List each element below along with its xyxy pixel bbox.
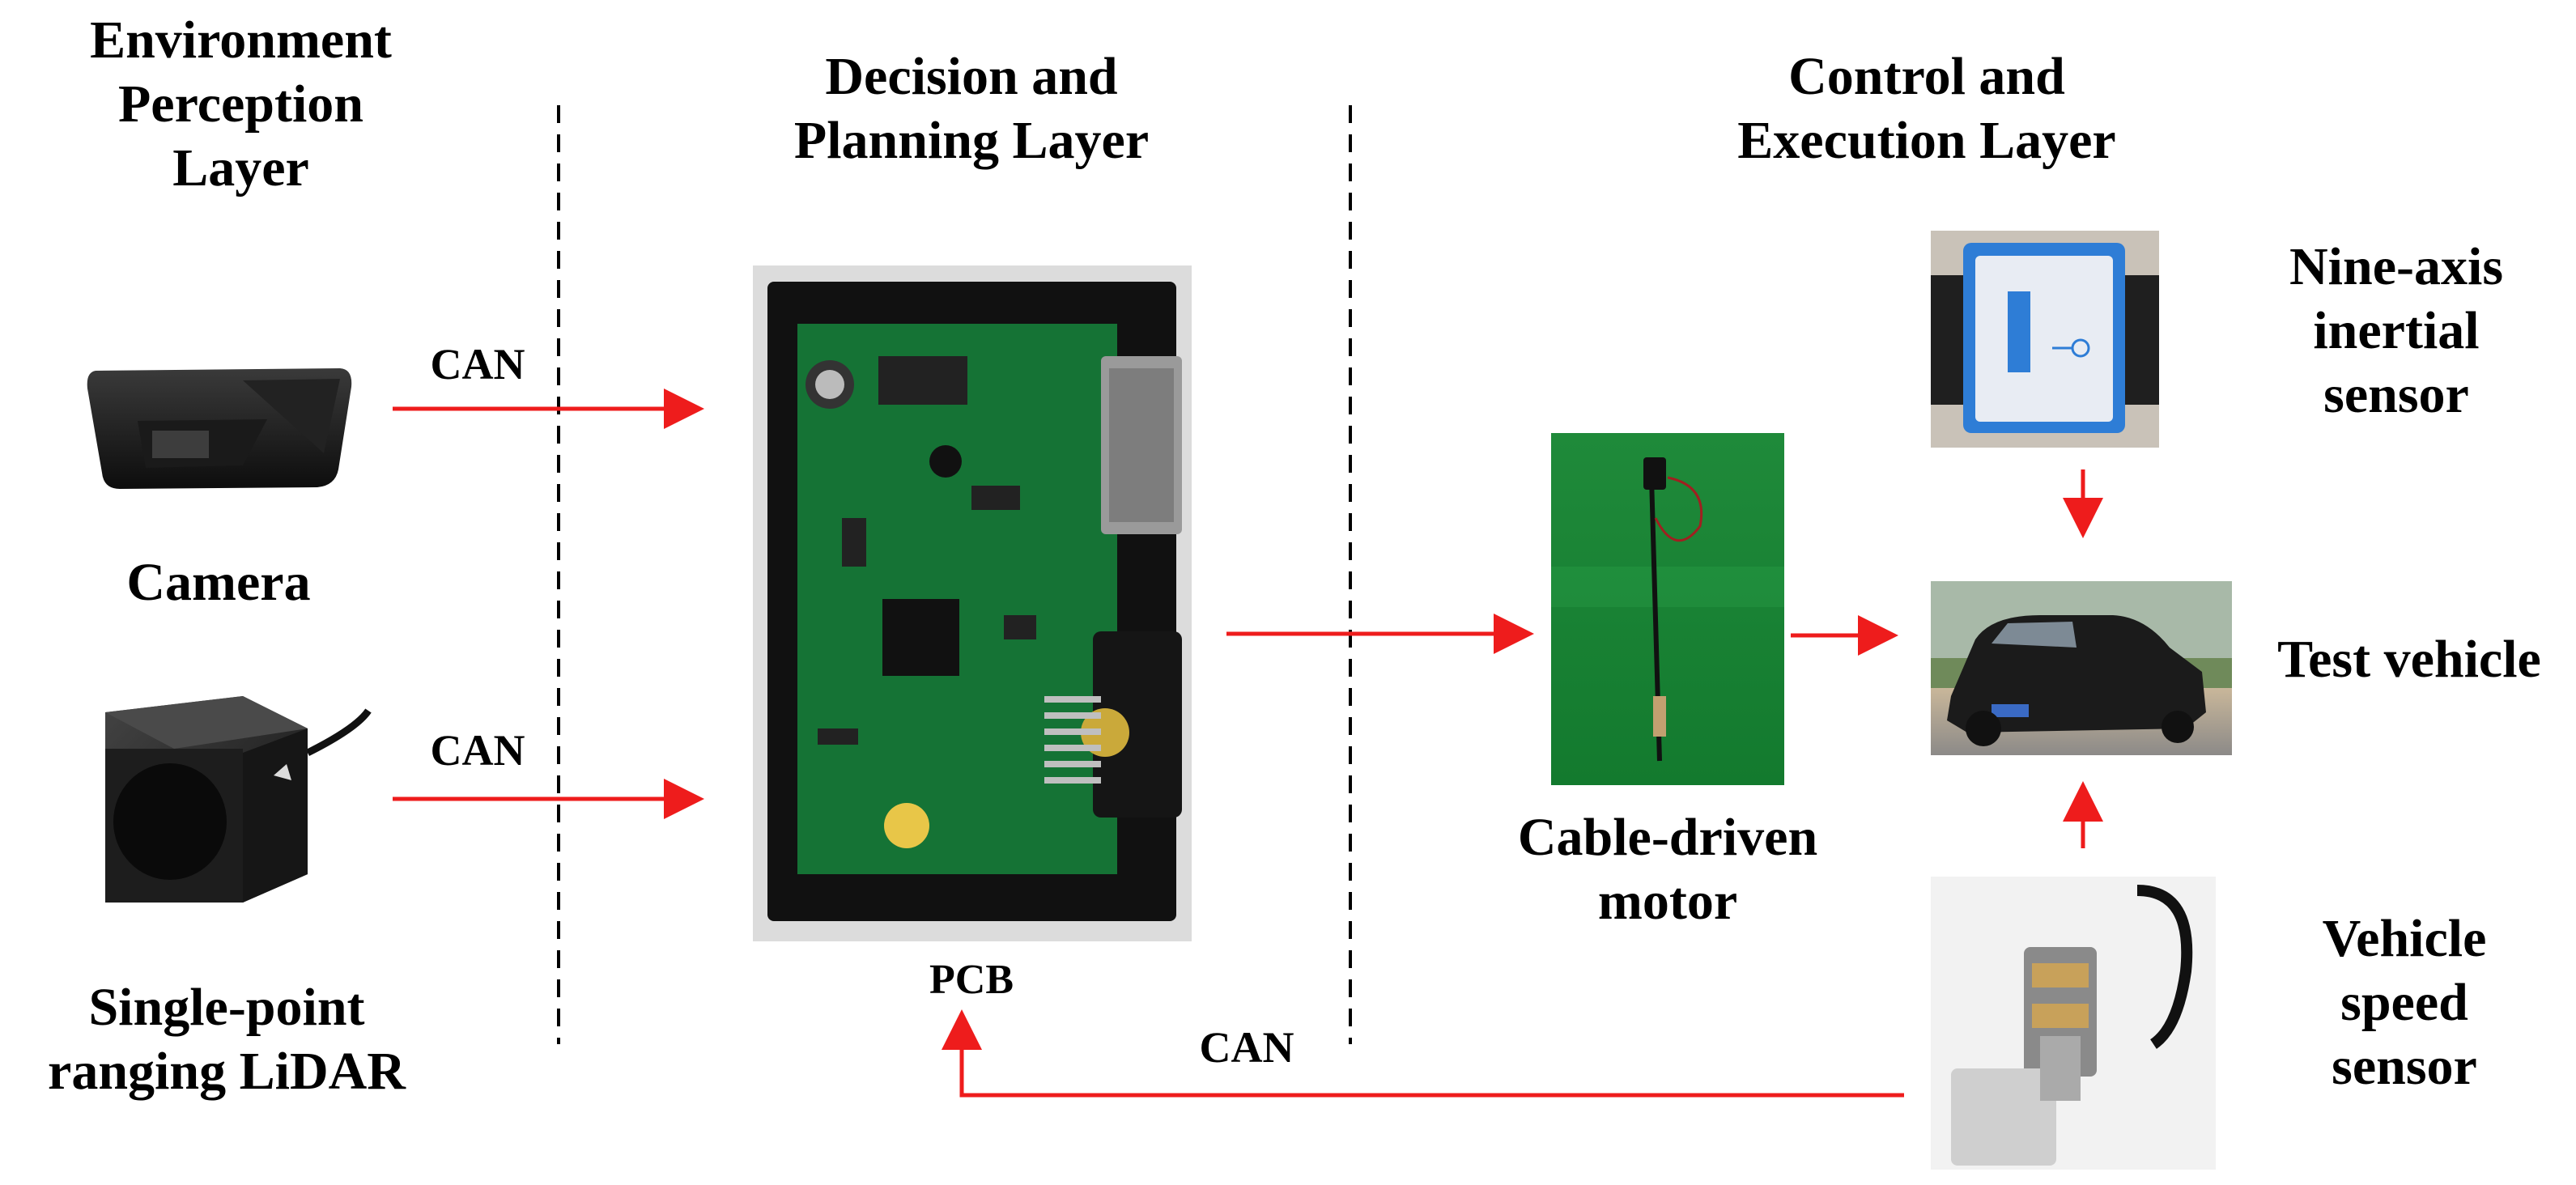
layer-title-perception: Environment Perception Layer <box>90 11 392 198</box>
can-label-camera: CAN <box>430 340 525 389</box>
layer-title-control: Control and Execution Layer <box>1737 47 2116 171</box>
lidar-label: Single-point ranging LiDAR <box>48 978 406 1102</box>
motor-label: Cable-driven motor <box>1517 808 1818 932</box>
layer-title-decision: Decision and Planning Layer <box>793 47 1150 171</box>
speed-sensor-label: Vehicle speed sensor <box>2322 909 2487 1097</box>
imu-image <box>1931 231 2159 448</box>
vehicle-image <box>1931 581 2232 755</box>
imu-label: Nine-axis inertial sensor <box>2289 237 2503 425</box>
arrow-speed-to-pcb <box>942 1009 1904 1098</box>
vehicle-label: Test vehicle <box>2277 630 2541 689</box>
camera-icon <box>87 368 352 489</box>
lidar-icon <box>105 696 372 903</box>
can-label-speed: CAN <box>1199 1023 1294 1072</box>
camera-label: Camera <box>126 553 311 612</box>
can-label-lidar: CAN <box>430 726 525 775</box>
speed-sensor-image <box>1931 877 2216 1170</box>
motor-image <box>1551 433 1784 785</box>
pcb-board-image <box>753 265 1192 941</box>
pcb-label: PCB <box>929 957 1014 1003</box>
